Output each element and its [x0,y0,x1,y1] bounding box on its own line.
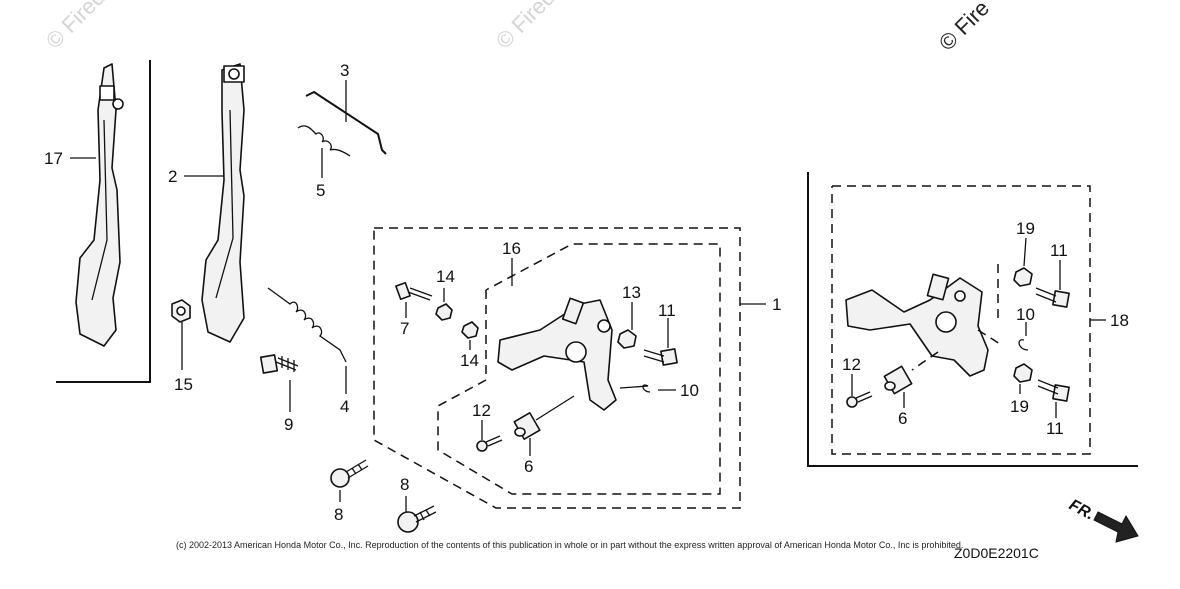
leader-lines [70,80,1106,512]
callout-3: 3 [340,61,349,80]
part-13-nut [617,329,637,349]
callout-9: 9 [284,415,293,434]
part-7-bolt [395,281,433,301]
callout-14-a: 14 [436,267,455,286]
callout-11-c: 11 [1046,419,1064,438]
part-11-bolt-c [1037,379,1070,402]
frame-18-outer [807,172,1138,467]
part-11-bolt-b [1035,287,1070,308]
callout-18: 18 [1110,311,1129,330]
callout-1: 1 [772,295,781,314]
callout-12-a: 12 [472,401,491,420]
callout-15: 15 [174,375,193,394]
callout-6-a: 6 [524,457,533,476]
part-17-lever [75,63,124,347]
part-11-bolt-a [643,348,678,366]
callout-11-b: 11 [1050,241,1068,260]
direction-label: FR. [1066,497,1097,524]
callout-14-b: 14 [460,351,479,370]
part-12-bolt-b [846,391,873,408]
direction-arrow-icon [1093,511,1139,543]
part-9-bolt [259,354,299,374]
watermark-group: © Firedog.com © Firedog.com © Fire [41,0,994,56]
callout-6-b: 6 [898,409,907,428]
callout-19-a: 19 [1016,219,1035,238]
frame-18-inner [831,185,1091,455]
assembly-18-guide-lines [911,264,1001,371]
front-direction-indicator: FR. [1066,497,1139,543]
callout-2: 2 [168,167,177,186]
part-6-spacer-b [883,365,913,395]
part-12-bolt-a [476,435,503,452]
assembly-1-frame [373,227,741,509]
frame-17 [56,60,151,383]
callout-11-a: 11 [658,301,676,320]
callout-7: 7 [400,319,409,338]
part-19-nut-a [1013,267,1033,287]
callout-4: 4 [340,397,349,416]
callout-8-a: 8 [334,505,343,524]
part-16-plate [497,297,617,411]
callout-13: 13 [622,283,641,302]
callout-5: 5 [316,181,325,200]
callout-16: 16 [502,239,521,258]
part-6-spacer-a [513,412,541,440]
part-10-clip-a [642,384,651,393]
part-14-nut-a [435,303,453,321]
part-8-bolt-b [397,505,437,533]
part-14-nut-b [461,321,479,339]
callout-12-b: 12 [842,355,861,374]
callout-8-b: 8 [400,475,409,494]
callout-19-b: 19 [1010,397,1029,416]
part-2-lever [201,63,245,343]
part-19-nut-b [1013,363,1033,383]
callout-17: 17 [44,149,63,168]
part-10-clip-b [1018,339,1029,351]
callout-10-b: 10 [1016,305,1035,324]
diagram-code: Z0D0E2201C [954,545,1039,561]
watermark-top-right: © Fire [934,0,994,56]
part-8-bolt-a [330,459,369,488]
callout-labels: 17 2 3 5 4 15 9 8 8 7 14 14 16 13 11 10 … [44,61,1129,524]
part-4-spring [267,287,347,363]
part-3-rod [305,90,387,155]
part-18-plate [845,273,989,377]
callout-10-a: 10 [680,381,699,400]
copyright-notice: (c) 2002-2013 American Honda Motor Co., … [176,540,963,550]
assembly-1-guide-lines [535,385,649,421]
part-15-nut [171,299,191,323]
watermark-top-middle: © Firedog.com [491,0,611,54]
part-5-spring [297,125,351,157]
watermark-top-left: © Firedog.com [41,0,161,54]
